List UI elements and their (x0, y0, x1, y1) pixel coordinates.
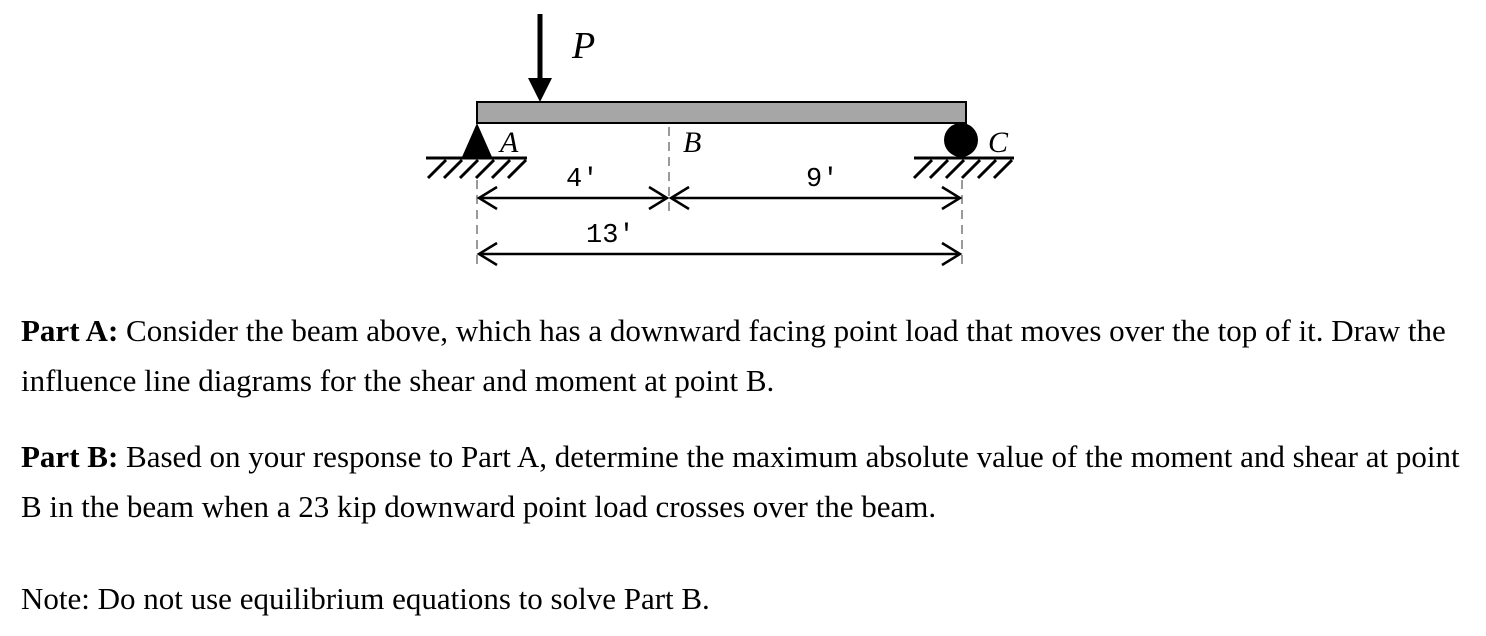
part-a-paragraph: Part A: Consider the beam above, which h… (21, 306, 1461, 406)
part-a-body: Consider the beam above, which has a dow… (21, 313, 1446, 398)
roller-support-c (912, 123, 1014, 180)
dimension-ab-label: 4' (566, 165, 598, 195)
load-label: P (571, 25, 595, 67)
part-b-body: Based on your response to Part A, determ… (21, 439, 1460, 524)
beam-diagram: P A C B (426, 14, 1014, 268)
point-b-label: B (683, 126, 701, 159)
dimension-bc-label: 9' (806, 165, 838, 195)
beam (476, 101, 967, 124)
part-b-paragraph: Part B: Based on your response to Part A… (21, 432, 1461, 532)
note-paragraph: Note: Do not use equilibrium equations t… (21, 581, 710, 616)
support-c-label: C (988, 126, 1009, 159)
part-b-label: Part B: (21, 439, 119, 474)
support-a-label: A (498, 126, 519, 159)
pin-support-a (426, 123, 528, 180)
dimension-bc (668, 185, 963, 211)
point-load-arrow (528, 14, 552, 102)
dimension-ab (476, 185, 670, 211)
part-a-label: Part A: (21, 313, 119, 348)
dimension-ac (476, 241, 963, 267)
dimension-ac-label: 13' (586, 221, 635, 251)
